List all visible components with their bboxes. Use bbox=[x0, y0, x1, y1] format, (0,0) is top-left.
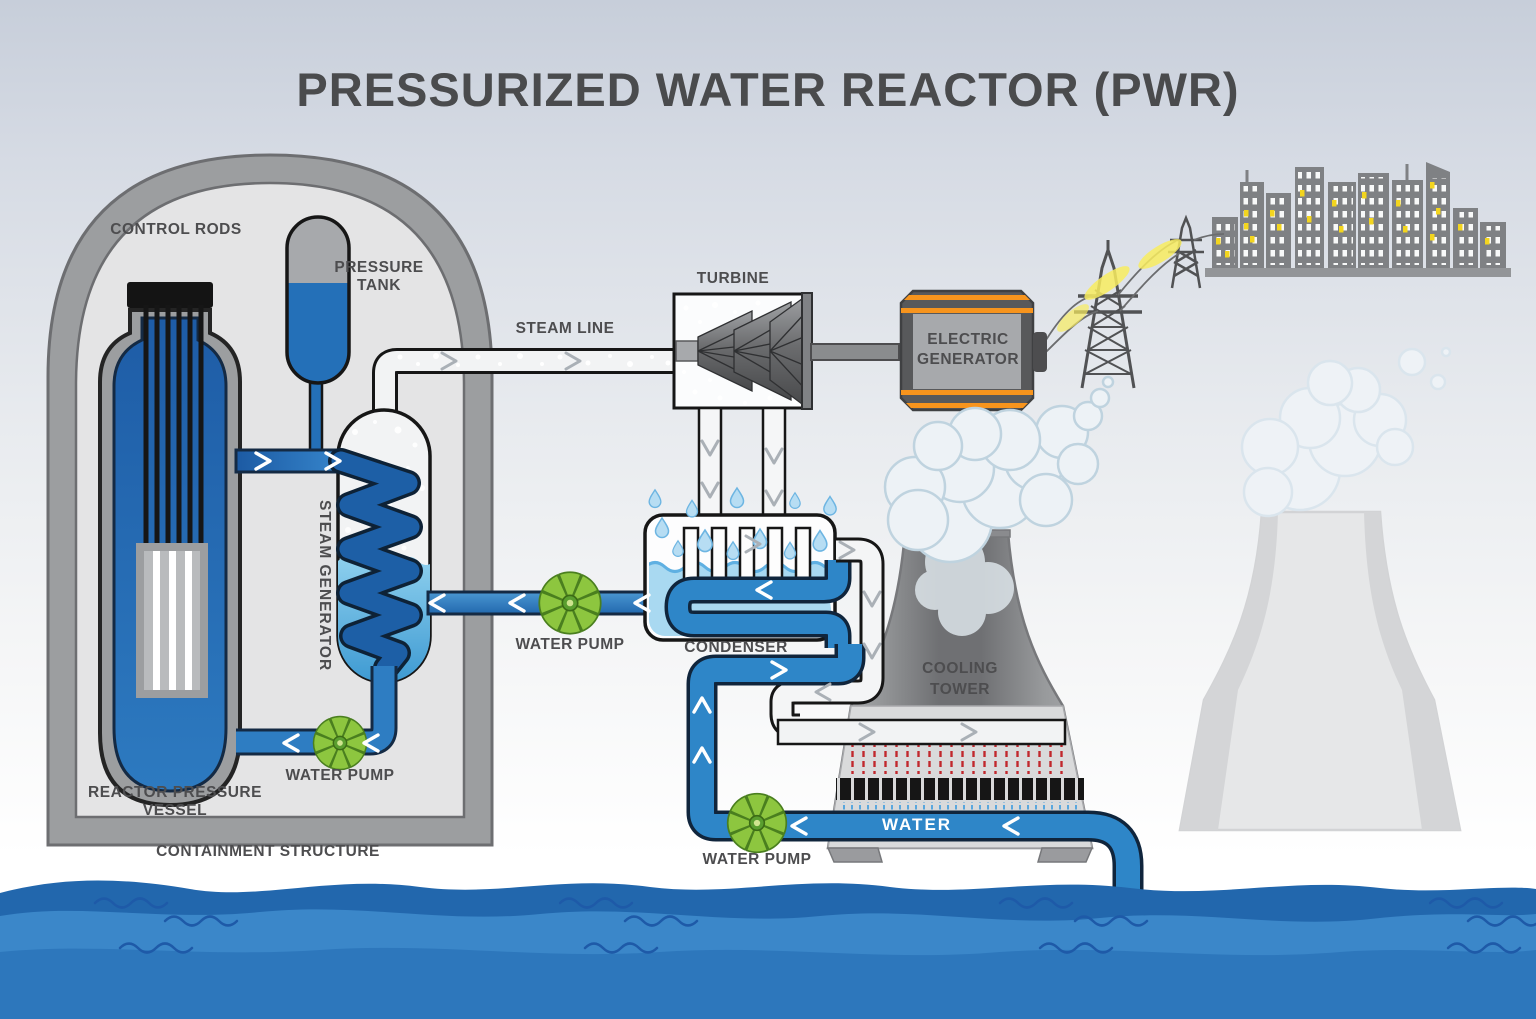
city-platform bbox=[1205, 268, 1511, 277]
turbine-blades bbox=[697, 294, 807, 409]
hot-spray-droplets bbox=[845, 744, 1070, 774]
cooling-water-pump bbox=[726, 792, 788, 854]
transmission-pylons bbox=[1074, 214, 1204, 389]
pressure-tank bbox=[285, 215, 351, 457]
water-body bbox=[0, 880, 1536, 1019]
containment-structure-label: CONTAINMENT STRUCTURE bbox=[156, 843, 380, 860]
cooling-water-pipe bbox=[686, 642, 1144, 910]
primary-water-pump bbox=[312, 715, 368, 771]
turbine-exhaust-pipes bbox=[697, 406, 787, 526]
generator-terminal bbox=[1033, 332, 1047, 372]
steam-generator-coil bbox=[328, 448, 423, 681]
steam-line-label: STEAM LINE bbox=[515, 320, 615, 337]
feedwater-pump bbox=[538, 571, 602, 635]
spray-header-pipe bbox=[776, 718, 1067, 746]
electric-generator-label: ELECTRIC GENERATOR bbox=[916, 331, 1020, 368]
condenser-cooling-u-pipe bbox=[664, 560, 852, 650]
water-pipe-label: WATER bbox=[881, 815, 953, 834]
pressure-tank-label: PRESSURE TANK bbox=[334, 259, 424, 294]
steam-generator-label: STEAM GENERATOR bbox=[316, 500, 333, 672]
city-skyline bbox=[1205, 162, 1511, 277]
reactor-pressure-vessel bbox=[98, 282, 242, 808]
electric-generator bbox=[899, 289, 1047, 412]
turbine-label: TURBINE bbox=[696, 270, 770, 287]
steam-line-pipe bbox=[372, 348, 676, 416]
primary-water-pump-label: WATER PUMP bbox=[285, 767, 395, 784]
turbine bbox=[672, 292, 900, 410]
cooling-return-pipe bbox=[769, 537, 1067, 746]
background-steam-cloud bbox=[1240, 346, 1452, 518]
control-rod-drive bbox=[127, 282, 213, 308]
feedwater-pump-label: WATER PUMP bbox=[515, 636, 625, 653]
tower-fill-bars bbox=[836, 778, 1084, 800]
cold-leg-pipe bbox=[236, 666, 398, 756]
cooling-tower-steam-plume bbox=[883, 375, 1115, 564]
electricity-glow bbox=[1057, 239, 1182, 332]
reactor-pressure-vessel-label: REACTOR PRESSURE VESSEL bbox=[88, 784, 262, 819]
turbine-shaft bbox=[810, 343, 900, 361]
background-cooling-tower bbox=[1178, 510, 1462, 832]
steam-generator bbox=[328, 408, 432, 684]
page-title: PRESSURIZED WATER REACTOR (PWR) bbox=[296, 63, 1240, 116]
cooling-water-pump-label: WATER PUMP bbox=[702, 851, 812, 868]
cooling-tower-label: COOLING TOWER bbox=[922, 660, 998, 698]
reactor-core bbox=[136, 543, 208, 698]
condenser bbox=[643, 487, 852, 650]
cooling-tower bbox=[826, 529, 1094, 863]
control-rods-label: CONTROL RODS bbox=[110, 221, 242, 238]
condenser-label: CONDENSER bbox=[684, 639, 788, 656]
